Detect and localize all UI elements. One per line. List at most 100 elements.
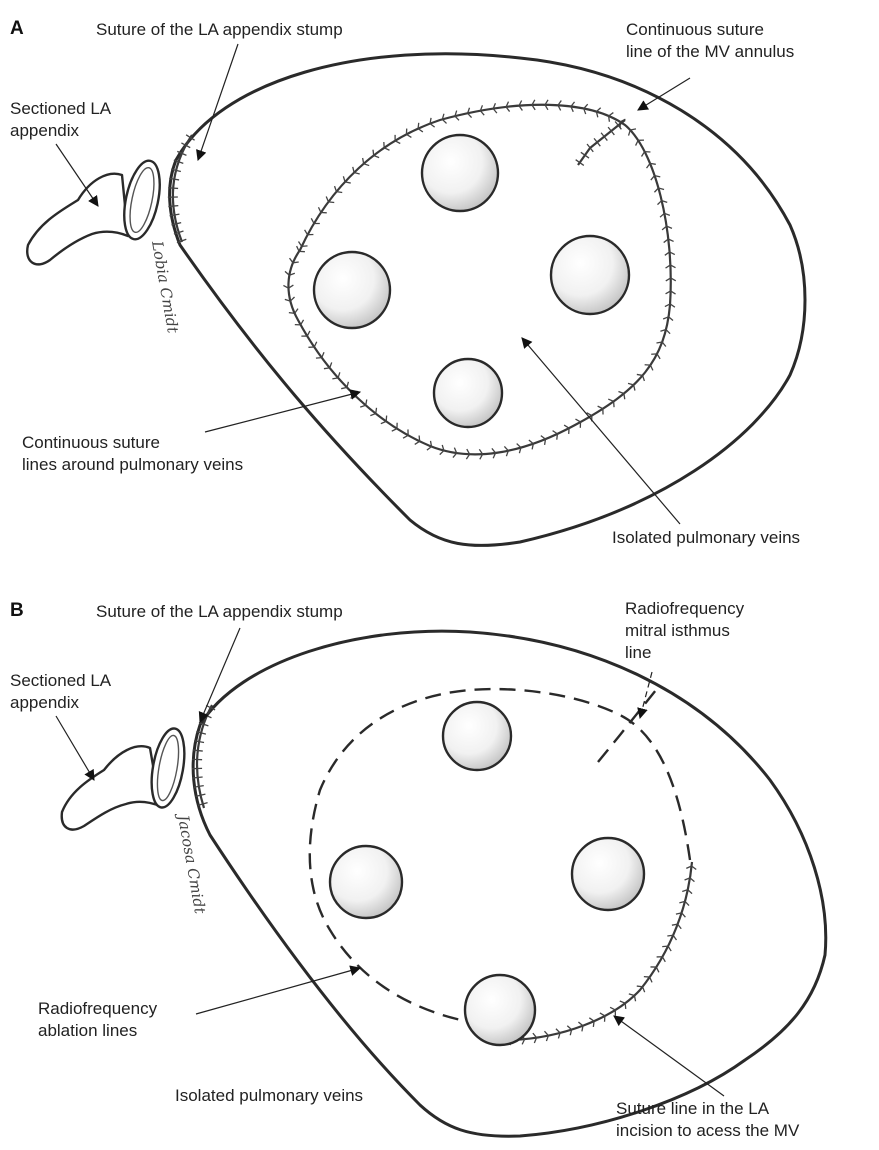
suture-stitch-mark — [198, 751, 203, 752]
suture-stitch-mark — [625, 1003, 626, 1009]
panel-b-atrium-outline — [193, 631, 826, 1136]
panel-a-label-pv-suture-2: lines around pulmonary veins — [22, 455, 243, 474]
panel-a-pulmonary-vein-top — [422, 135, 498, 211]
suture-stitch-mark — [311, 218, 314, 223]
suture-stitch-mark — [198, 777, 203, 778]
panel-b-leader-ablation — [196, 968, 360, 1014]
panel-a-label-mv-annulus-1: Continuous suture — [626, 20, 764, 39]
suture-stitch-mark — [415, 441, 420, 444]
suture-stitch-mark — [395, 141, 400, 144]
suture-stitch-mark — [634, 996, 635, 1002]
panel-b-sectioned-appendix — [62, 726, 190, 830]
suture-stitch-mark — [618, 392, 623, 394]
suture-stitch-mark — [637, 986, 643, 987]
suture-stitch-mark — [335, 186, 337, 192]
suture-stitch-mark — [578, 1022, 583, 1026]
suture-stitch-mark — [667, 935, 673, 936]
suture-stitch-mark — [643, 375, 645, 381]
suture-stitch-mark — [629, 130, 631, 136]
suture-stitch-mark — [204, 724, 209, 726]
suture-stitch-mark — [289, 313, 295, 314]
suture-stitch-mark — [637, 374, 643, 375]
suture-stitch-mark — [363, 158, 364, 164]
suture-stitch-mark — [316, 358, 322, 359]
suture-stitch-mark — [418, 129, 423, 132]
panel-b-label-sectioned-appendix-2: appendix — [10, 693, 80, 712]
panel-b-pulmonary-vein-top — [443, 702, 511, 770]
suture-stitch-mark — [338, 372, 340, 378]
panel-a-label-sectioned-appendix-2: appendix — [10, 121, 80, 140]
suture-stitch-mark — [353, 167, 354, 173]
suture-stitch-mark — [360, 405, 366, 407]
suture-stitch-mark — [643, 987, 645, 992]
suture-stitch-mark — [609, 113, 614, 116]
suture-stitch-mark — [373, 150, 374, 156]
suture-stitch-mark — [580, 163, 584, 166]
suture-stitch-mark — [356, 391, 357, 397]
panel-a: A Lobia Cmidt Suture of the LA appendix … — [10, 18, 805, 547]
suture-stitch-mark — [575, 419, 580, 422]
panel-b-label-incision-1: Suture line in the LA — [616, 1099, 770, 1118]
suture-stitch-mark — [557, 434, 558, 440]
suture-stitch-mark — [656, 967, 659, 972]
panel-a-label-pv-suture-1: Continuous suture — [22, 433, 160, 452]
suture-stitch-mark — [305, 230, 308, 235]
suture-stitch-mark — [186, 135, 190, 138]
panel-b-label-ablation-2: ablation lines — [38, 1021, 137, 1040]
suture-stitch-mark — [293, 262, 299, 263]
panel-a-leader-mv-annulus — [638, 78, 690, 110]
panel-b: B Jacosa Cmidt Suture of the LA appendix… — [10, 599, 826, 1140]
suture-stitch-mark — [585, 155, 589, 158]
suture-stitch-mark — [624, 393, 625, 399]
suture-stitch-mark — [594, 138, 597, 142]
panel-b-label-mitral-isthmus-2: mitral isthmus — [625, 621, 730, 640]
suture-stitch-mark — [651, 176, 655, 180]
suture-stitch-mark — [370, 414, 375, 416]
suture-stitch-mark — [199, 786, 204, 787]
suture-stitch-mark — [629, 994, 635, 996]
suture-stitch-mark — [182, 239, 187, 241]
panel-b-label-sectioned-appendix-1: Sectioned LA — [10, 671, 112, 690]
panel-a-leader-pv-suture — [205, 392, 360, 432]
suture-stitch-mark — [307, 331, 310, 336]
suture-stitch-mark — [597, 142, 600, 146]
suture-stitch-mark — [654, 188, 658, 192]
suture-stitch-mark — [615, 121, 618, 125]
suture-stitch-mark — [662, 957, 665, 962]
suture-stitch-mark — [609, 116, 610, 122]
suture-stitch-mark — [630, 129, 636, 130]
suture-stitch-mark — [650, 163, 656, 164]
suture-stitch-mark — [418, 123, 419, 129]
suture-stitch-mark — [374, 155, 379, 157]
suture-stitch-mark — [634, 385, 635, 391]
suture-stitch-mark — [553, 431, 558, 434]
suture-stitch-mark — [620, 1001, 625, 1003]
suture-stitch-mark — [328, 202, 334, 203]
suture-stitch-mark — [598, 406, 603, 409]
suture-stitch-mark — [440, 451, 444, 455]
suture-stitch-mark — [610, 1007, 615, 1010]
panel-a-atrium-outline — [170, 54, 805, 546]
panel-b-label-mitral-isthmus-3: line — [625, 643, 651, 662]
suture-stitch-mark — [376, 408, 377, 414]
panel-a-label-mv-annulus-2: line of the MV annulus — [626, 42, 794, 61]
panel-a-pulmonary-vein-left — [314, 252, 390, 328]
panel-a-pulmonary-vein-bottom — [434, 359, 502, 427]
suture-stitch-mark — [336, 192, 342, 193]
suture-stitch-mark — [564, 425, 569, 428]
suture-stitch-mark — [604, 137, 607, 141]
suture-stitch-mark — [576, 160, 580, 163]
suture-stitch-mark — [170, 215, 175, 216]
panel-a-sectioned-appendix — [27, 158, 166, 265]
suture-stitch-mark — [330, 362, 332, 367]
suture-stitch-mark — [517, 444, 521, 448]
suture-stitch-mark — [322, 352, 324, 357]
suture-stitch-mark — [666, 330, 670, 334]
suture-stitch-mark — [593, 1021, 594, 1027]
suture-stitch-mark — [529, 440, 533, 444]
panel-b-leader-appendix-stump — [200, 628, 240, 722]
panel-b-pulmonary-vein-right — [572, 838, 644, 910]
panel-a-leader-sectioned-appendix — [56, 144, 98, 206]
suture-stitch-mark — [381, 421, 386, 423]
